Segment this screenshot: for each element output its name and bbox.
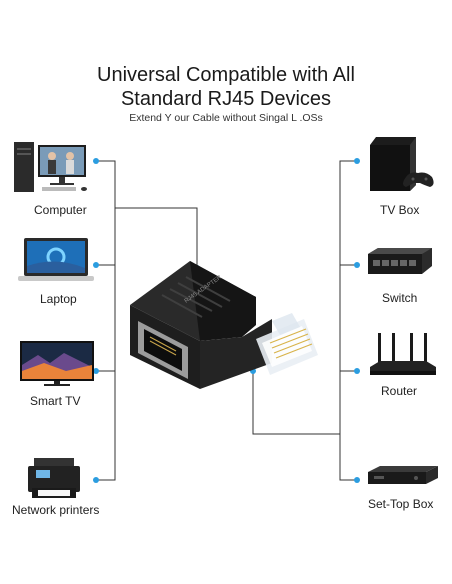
device-label-set-top-box: Set-Top Box xyxy=(368,497,434,511)
device-label-network-printers: Network printers xyxy=(12,503,100,517)
adapter-plug-dot xyxy=(250,368,256,374)
title-line-1: Universal Compatible with All xyxy=(97,64,355,86)
laptop-icon xyxy=(18,236,94,284)
connector-dot xyxy=(93,368,99,374)
device-label-switch: Switch xyxy=(382,291,418,305)
device-label-tv-box: TV Box xyxy=(380,203,420,217)
device-label-computer: Computer xyxy=(34,203,87,217)
connector-dot xyxy=(93,158,99,164)
router-icon xyxy=(368,333,438,379)
title-line-2: Standard RJ45 Devices xyxy=(120,88,332,110)
computer-icon xyxy=(12,140,98,195)
connector-dot xyxy=(93,262,99,268)
connector-dot xyxy=(354,477,360,483)
connector-dot xyxy=(354,368,360,374)
printer-icon xyxy=(26,458,82,500)
device-label-smart-tv: Smart TV xyxy=(30,394,81,408)
connector-dot xyxy=(93,477,99,483)
connector-dot xyxy=(354,262,360,268)
set-top-box-icon xyxy=(366,464,440,490)
tv-box-icon xyxy=(366,135,438,195)
connector-dot xyxy=(354,158,360,164)
smart-tv-icon xyxy=(20,341,94,387)
device-label-router: Router xyxy=(381,384,418,398)
rj45-adapter-image: RJ45 ADAPTER xyxy=(122,255,337,395)
switch-icon xyxy=(364,248,436,282)
subtitle: Extend Y our Cable without Singal L .OSs xyxy=(129,112,323,124)
device-label-laptop: Laptop xyxy=(40,292,77,306)
